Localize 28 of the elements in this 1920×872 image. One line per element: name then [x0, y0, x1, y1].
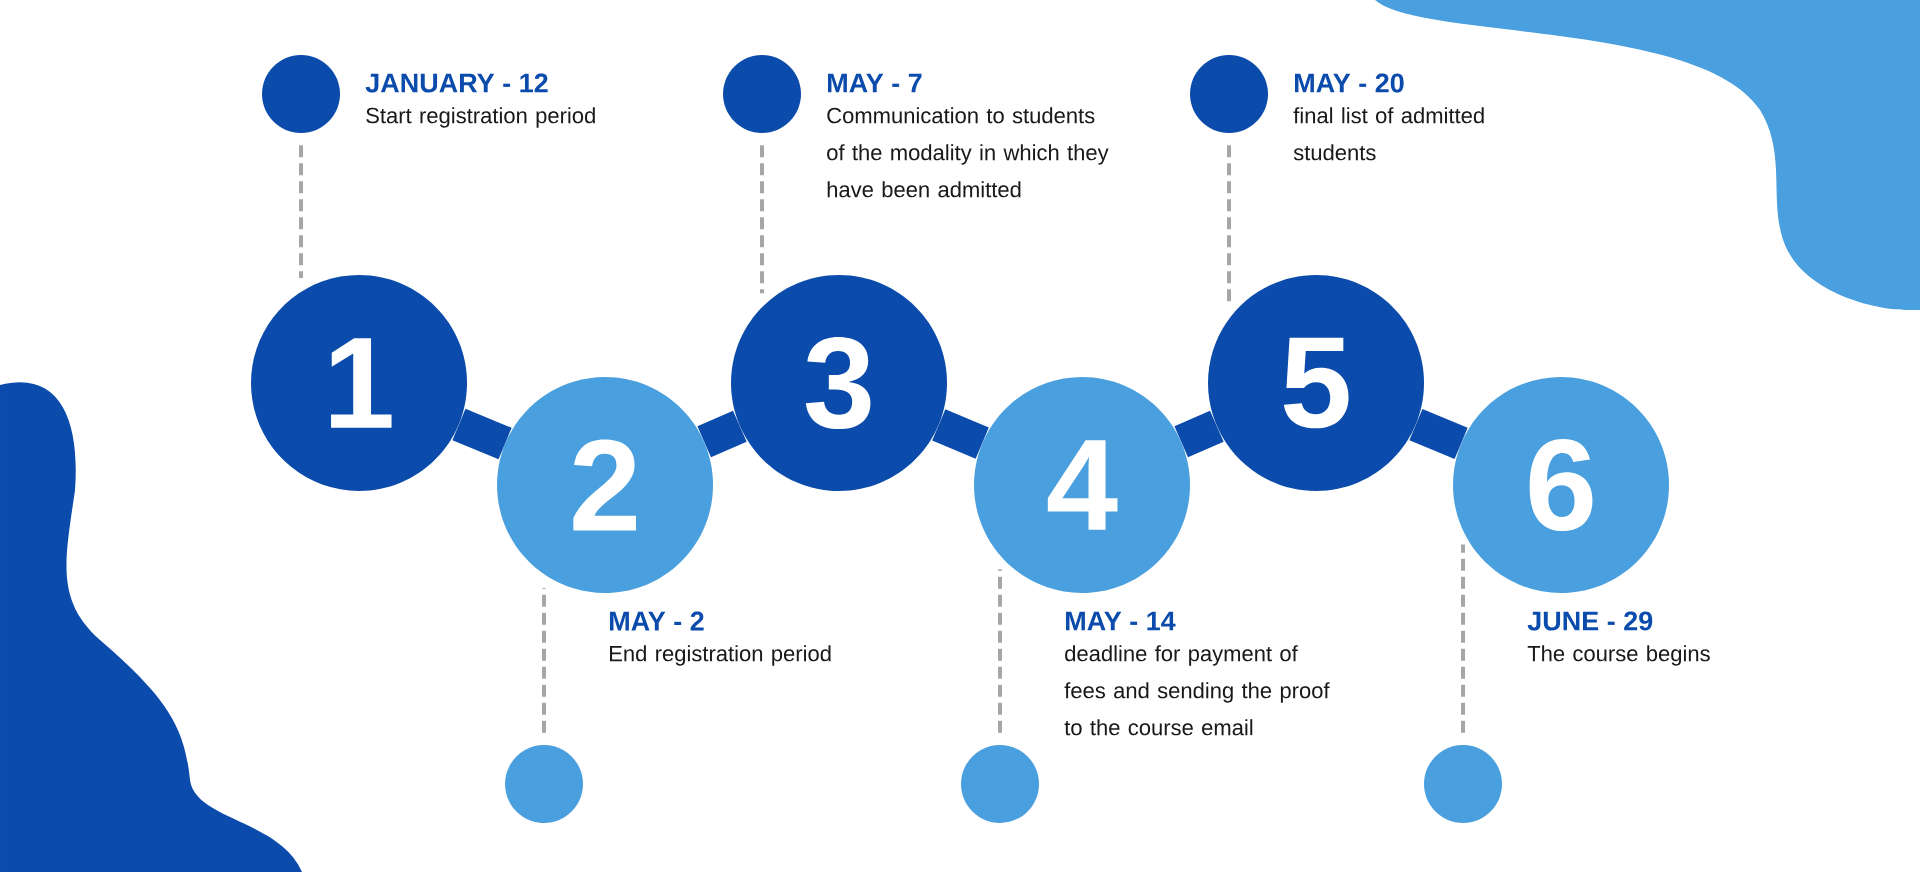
- date-heading: JUNE - 29: [1527, 611, 1653, 631]
- connector-band: [1174, 410, 1224, 458]
- date-heading: MAY - 14: [1066, 611, 1176, 631]
- dashed-connector: [542, 588, 546, 733]
- connector-band: [452, 408, 512, 460]
- dot-circle: [262, 55, 340, 133]
- description-text: Communication to students of the modality in which they have been admitted: [827, 107, 1109, 198]
- date-heading: MAY - 2: [610, 611, 704, 631]
- dashed-connector: [998, 569, 1002, 733]
- description-text: Start registration period: [366, 107, 595, 128]
- dot-circle: [961, 745, 1039, 823]
- description-text: End registration period: [610, 645, 831, 666]
- connector-band: [932, 409, 989, 459]
- dot-circle: [1424, 745, 1502, 823]
- dot-circle: [723, 55, 801, 133]
- description-text: final list of admitted students: [1293, 107, 1484, 161]
- date-heading: MAY - 20: [1295, 73, 1404, 93]
- connector-band: [697, 410, 747, 458]
- description-text: deadline for payment of fees and sending the proof to the course email: [1064, 645, 1330, 736]
- dot-circle: [1190, 55, 1268, 133]
- dashed-connector: [760, 145, 764, 294]
- connector-band: [1409, 408, 1468, 460]
- dashed-connector: [299, 145, 303, 278]
- date-heading: MAY - 7: [828, 73, 922, 93]
- description-text: The course begins: [1527, 645, 1710, 666]
- date-heading: JANUARY - 12: [365, 73, 548, 93]
- dashed-connector: [1461, 544, 1465, 733]
- dot-circle: [505, 745, 583, 823]
